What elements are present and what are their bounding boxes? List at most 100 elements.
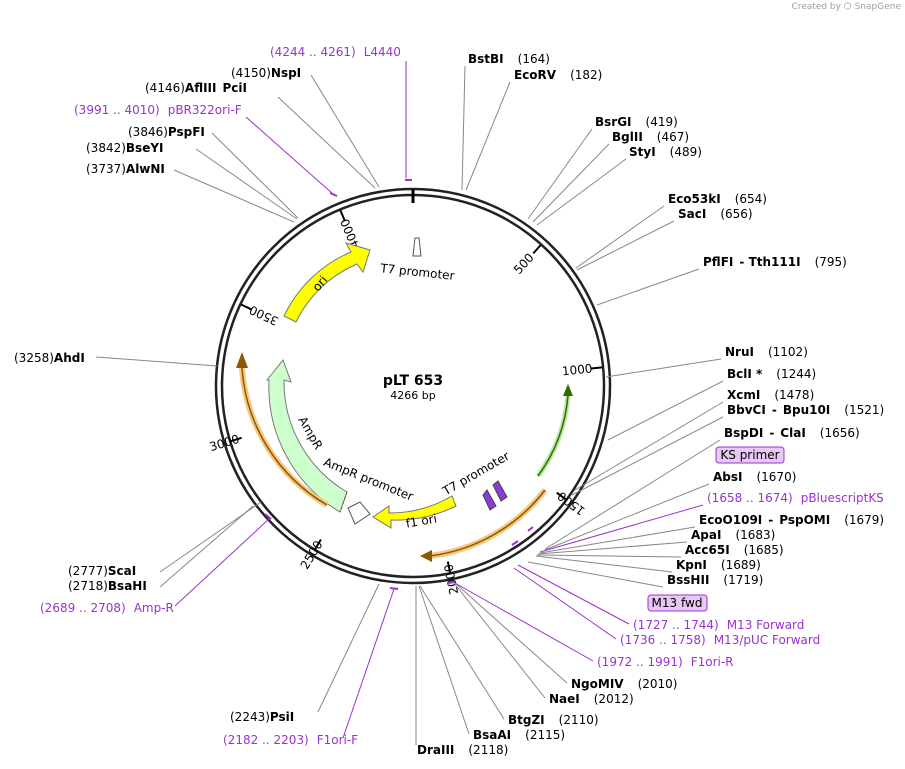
site-leader-line — [465, 81, 511, 191]
f1-ori-feature[interactable]: f1 ori — [372, 495, 457, 531]
primer-position: (4244 .. 4261) — [270, 45, 356, 59]
site-leader-line — [527, 128, 593, 220]
restriction-site-label[interactable]: NaeI(2012) — [549, 692, 634, 706]
restriction-site-label[interactable]: BssHII(1719) — [667, 573, 763, 587]
site-name: XcmI — [727, 388, 760, 402]
site-leader-line — [605, 358, 722, 378]
restriction-site-label[interactable]: XcmI(1478) — [727, 388, 814, 402]
site-name: Eco53kI — [668, 192, 721, 206]
ampr-promoter-arrow[interactable] — [347, 501, 371, 525]
ks-primer-rect[interactable] — [715, 446, 785, 464]
site-name: PspOMI — [779, 513, 830, 527]
restriction-site-label[interactable]: Eco53kI(654) — [668, 192, 767, 206]
restriction-site-label[interactable]: (2777)ScaI — [68, 564, 136, 578]
restriction-site-label[interactable]: EcoRV(182) — [514, 68, 602, 82]
watermark-brand: SnapGene — [854, 2, 901, 12]
site-name: DraIII — [417, 743, 454, 757]
restriction-site-label[interactable]: (3258)AhdI — [14, 351, 85, 365]
restriction-site-label[interactable]: (3737)AlwNI — [86, 162, 165, 176]
primer-name: L4440 — [364, 45, 401, 59]
primer-label[interactable]: (1736 .. 1758) M13/pUC Forward — [620, 633, 820, 647]
site-name: PsiI — [270, 710, 294, 724]
site-name: KpnI — [676, 558, 707, 572]
primer-position: (1736 .. 1758) — [620, 633, 706, 647]
restriction-site-label[interactable]: DraIII(2118) — [417, 743, 508, 757]
primer-label[interactable]: (4244 .. 4261) L4440 — [270, 45, 401, 59]
m13-fwd-rect[interactable] — [647, 594, 708, 612]
primer-label[interactable]: (3991 .. 4010)pBR322ori-F — [74, 103, 242, 117]
green-arc-right[interactable] — [535, 384, 573, 478]
site-position: (467) — [657, 130, 689, 144]
ks-primer-box[interactable]: KS primer — [715, 446, 785, 464]
primer-label[interactable]: (1972 .. 1991)F1ori-R — [597, 655, 734, 669]
primer-label[interactable]: (2182 .. 2203)F1ori-F — [223, 733, 358, 747]
scale-tick — [230, 436, 242, 442]
restriction-site-label[interactable]: BspDI-ClaI(1656) — [724, 426, 860, 440]
restriction-site-label[interactable]: EcoO109I-PspOMI(1679) — [699, 513, 884, 527]
t7-promoter-top-arrow[interactable] — [412, 237, 422, 257]
primer-leader-line — [513, 567, 617, 640]
restriction-site-label[interactable]: (2243)PsiI — [230, 710, 294, 724]
t7-promoter-arrow-a[interactable] — [482, 489, 497, 511]
site-separator: - — [769, 426, 774, 440]
t7-promoter-top-feature[interactable]: T7 promoter — [379, 237, 456, 283]
scale-tick — [532, 244, 542, 255]
restriction-site-label[interactable]: KpnI(1689) — [676, 558, 761, 572]
restriction-site-label[interactable]: StyI(489) — [629, 145, 702, 159]
primer-name: M13/pUC Forward — [714, 633, 821, 647]
restriction-site-label[interactable]: (3846)PspFI — [128, 125, 205, 139]
site-name: StyI — [629, 145, 656, 159]
restriction-site-label[interactable]: BbvCI-Bpu10I(1521) — [727, 403, 884, 417]
site-position: (3737) — [86, 162, 126, 176]
ori-feature[interactable]: ori — [283, 242, 371, 323]
f1-ori-arrow[interactable] — [372, 495, 457, 529]
restriction-site-label[interactable]: NgoMIV(2010) — [571, 677, 677, 691]
restriction-site-label[interactable]: BsaAI(2115) — [473, 728, 565, 742]
site-name: SacI — [678, 207, 706, 221]
orange-arc-left-line — [241, 367, 328, 506]
restriction-site-label[interactable]: (3842)BseYI — [86, 141, 164, 155]
restriction-site-label[interactable]: BclI *(1244) — [727, 367, 816, 381]
restriction-site-label[interactable]: (2718)BsaHI — [68, 579, 147, 593]
site-name: NspI — [271, 66, 301, 80]
m13-fwd-box[interactable]: M13 fwd — [647, 594, 708, 612]
primer-label[interactable]: (2689 .. 2708)Amp-R — [40, 601, 174, 615]
green-arc-band[interactable] — [535, 394, 571, 478]
site-name: BbvCI — [727, 403, 766, 417]
site-name: BsaHI — [108, 579, 147, 593]
site-position: (1244) — [776, 367, 816, 381]
site-leader-line — [596, 268, 700, 306]
restriction-site-label[interactable]: BglII(467) — [612, 130, 689, 144]
primer-position: (1972 .. 1991) — [597, 655, 683, 669]
primer-label[interactable]: (1727 .. 1744)M13 Forward — [633, 618, 804, 632]
scale-tick — [339, 210, 346, 221]
site-leader-line — [461, 65, 466, 191]
site-leader-line — [453, 582, 546, 699]
site-leader-line — [544, 439, 721, 550]
site-position: (1719) — [723, 573, 763, 587]
watermark-prefix: Created by — [791, 2, 841, 12]
restriction-site-label[interactable]: BtgZI(2110) — [508, 713, 599, 727]
t7-promoter-arrow-b[interactable] — [492, 480, 508, 502]
restriction-site-label[interactable]: BsrGI(419) — [595, 115, 678, 129]
site-leader-line — [195, 148, 298, 220]
site-position: (1683) — [735, 528, 775, 542]
site-position: (2777) — [68, 564, 108, 578]
primer-label[interactable]: (1658 .. 1674)pBluescriptKS — [707, 491, 884, 505]
primer-name: pBR322ori-F — [168, 103, 242, 117]
restriction-site-label[interactable]: BstBI(164) — [468, 52, 550, 66]
ori-arrow[interactable] — [283, 242, 371, 323]
restriction-site-label[interactable]: NruI(1102) — [725, 345, 808, 359]
orange-arc-bottom[interactable] — [420, 488, 548, 562]
orange-arc-left[interactable] — [236, 352, 329, 508]
restriction-site-label[interactable]: Acc65I(1685) — [685, 543, 784, 557]
site-leader-line — [419, 585, 505, 720]
restriction-site-label[interactable]: ApaI(1683) — [691, 528, 775, 542]
site-name: PciI — [222, 81, 247, 95]
restriction-site-label[interactable]: SacI(656) — [678, 207, 753, 221]
restriction-site-label[interactable]: (4150)NspI — [231, 66, 301, 80]
restriction-site-label[interactable]: AbsI(1670) — [713, 470, 796, 484]
restriction-site-label[interactable]: PflFI-Tth111I(795) — [703, 255, 847, 269]
